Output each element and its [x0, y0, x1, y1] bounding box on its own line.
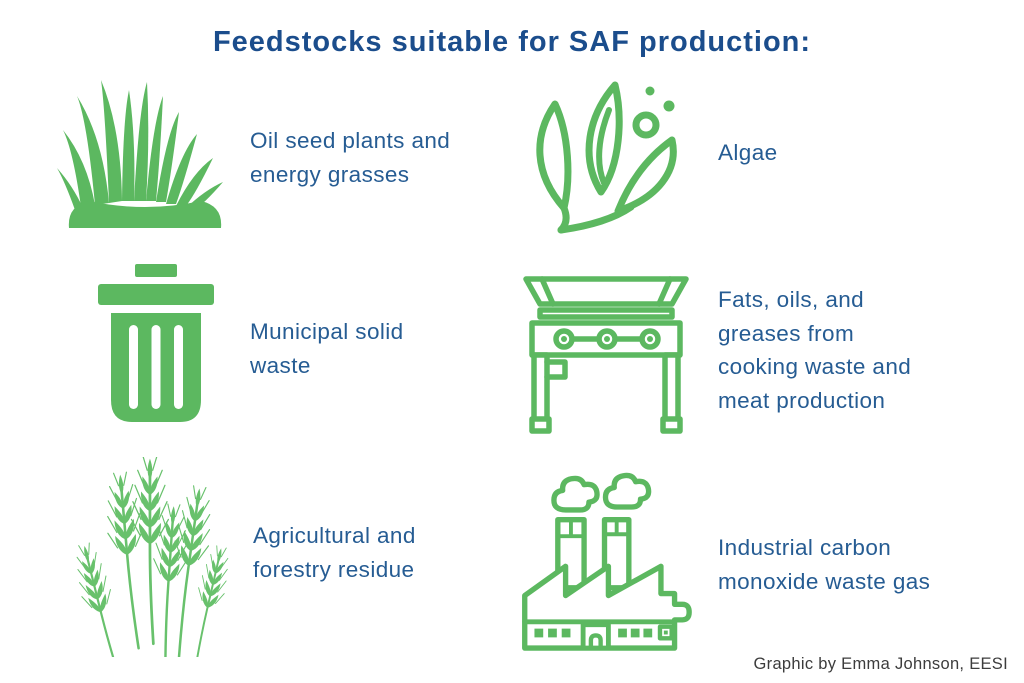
label-industrial-carbon-monoxide: Industrial carbon monoxide waste gas: [718, 535, 931, 594]
infographic-title: Feedstocks suitable for SAF production:: [212, 26, 812, 58]
credit-text: Graphic by Emma Johnson, EESI: [753, 655, 1008, 673]
label-algae: Algae: [718, 140, 778, 165]
label-municipal-solid-waste: Municipal solid waste: [250, 319, 404, 378]
wheat-icon: [50, 457, 246, 657]
label-fats-oils-greases: Fats, oils, and greases from cooking was…: [718, 287, 912, 413]
grass-icon: [55, 80, 235, 228]
label-oil-seed-plants: Oil seed plants and energy grasses: [250, 128, 451, 187]
algae-icon: [518, 78, 696, 234]
label-agricultural-residue: Agricultural and forestry residue: [253, 523, 416, 582]
trash-icon: [95, 264, 217, 430]
grill-icon: [520, 274, 692, 434]
factory-icon: [515, 466, 695, 656]
